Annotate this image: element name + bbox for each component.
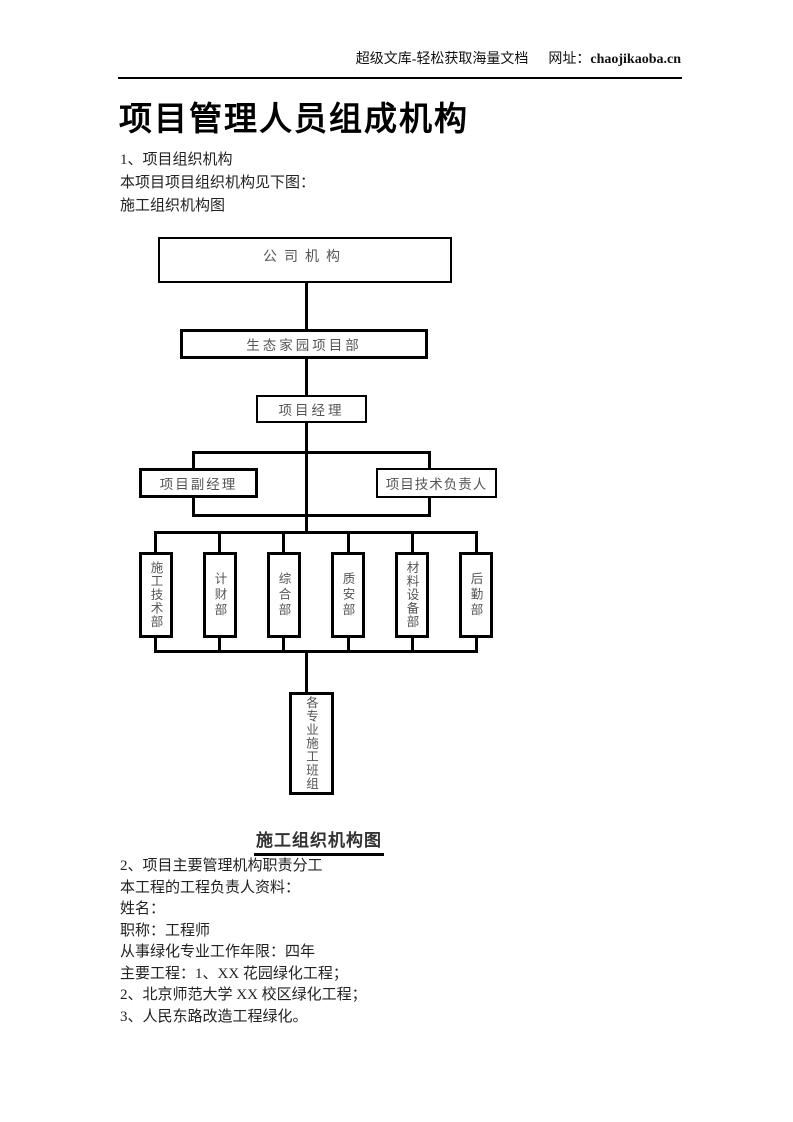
org-node-department-materials-equipment: 材料设备部 [395, 552, 429, 638]
intro-paragraph: 1、项目组织机构 本项目项目组织机构见下图： 施工组织机构图 [120, 149, 315, 218]
org-node-project-department: 生态家园项目部 [180, 329, 428, 359]
connector-dept-stub-bottom-2 [218, 638, 221, 653]
section2-line-4: 职称：工程师 [120, 922, 211, 939]
header-url-prefix: 网址： [548, 52, 591, 67]
section2-line-5: 从事绿化专业工作年限：四年 [120, 944, 316, 960]
connector-dept-stub-bottom-4 [347, 638, 350, 653]
connector-dept-stub-bottom-1 [154, 638, 157, 653]
section2-line-8: 3、人民东路改造工程绿化。 [120, 1008, 308, 1025]
org-node-department-finance: 计财部 [203, 552, 237, 638]
connector-dept-stub-top-5 [411, 534, 414, 552]
org-node-department-general: 综合部 [267, 552, 301, 638]
page-title: 项目管理人员组成机构 [119, 102, 469, 138]
connector-company-dept [305, 283, 308, 329]
section2-line-2: 本工程的工程负责人资料： [120, 879, 301, 896]
header-divider [118, 77, 682, 79]
connector-dept-stub-bottom-6 [475, 638, 478, 653]
section2-line-3: 姓名： [120, 901, 166, 917]
connector-dept-stub-top-1 [154, 534, 157, 552]
section2-line-1: 2、项目主要管理机构职责分工 [120, 858, 323, 874]
org-chart-caption: 施工组织机构图 [254, 826, 384, 856]
connector-dept-stub-top-4 [347, 534, 350, 552]
intro-line-2: 本项目项目组织机构见下图： [120, 175, 316, 191]
org-node-department-construction-tech: 施工技术部 [139, 552, 173, 638]
org-node-department-logistics: 后勤部 [459, 552, 493, 638]
org-node-construction-crews: 各专业施工班组 [289, 692, 334, 795]
connector-dept-pm [305, 359, 308, 395]
connector-dept-stub-top-2 [218, 534, 221, 552]
header-url: 网址：chaojikaoba.cn [548, 48, 681, 68]
connector-dept-stub-bottom-5 [411, 638, 414, 653]
connector-departments-top-rail [154, 531, 478, 534]
header-site-label: 超级文库-轻松获取海量文档 [355, 52, 529, 67]
section2-line-6: 主要工程：1、XX 花园绿化工程； [120, 965, 348, 982]
org-node-department-quality-safety: 质安部 [331, 552, 365, 638]
intro-line-1: 1、项目组织机构 [120, 152, 233, 168]
connector-rail-crews [305, 653, 308, 692]
section2-line-7: 2、北京师范大学 XX 校区绿化工程； [120, 987, 367, 1003]
header-url-value: chaojikaoba.cn [590, 52, 681, 67]
org-node-project-manager: 项目经理 [256, 395, 367, 423]
connector-departments-bottom-rail [154, 650, 478, 653]
org-node-deputy-manager: 项目副经理 [139, 468, 258, 498]
page-header: 超级文库-轻松获取海量文档 网址：chaojikaoba.cn [356, 48, 681, 68]
connector-dept-stub-top-6 [475, 534, 478, 552]
connector-pm-trunk [305, 423, 308, 534]
section2-paragraph: 2、项目主要管理机构职责分工 本工程的工程负责人资料： 姓名： 职称：工程师 从… [120, 856, 367, 1028]
intro-line-3: 施工组织机构图 [120, 198, 226, 214]
org-node-company: 公司机构 [158, 237, 452, 283]
connector-dept-stub-top-3 [282, 534, 285, 552]
connector-dept-stub-bottom-3 [282, 638, 285, 653]
org-node-technical-director: 项目技术负责人 [376, 468, 497, 498]
